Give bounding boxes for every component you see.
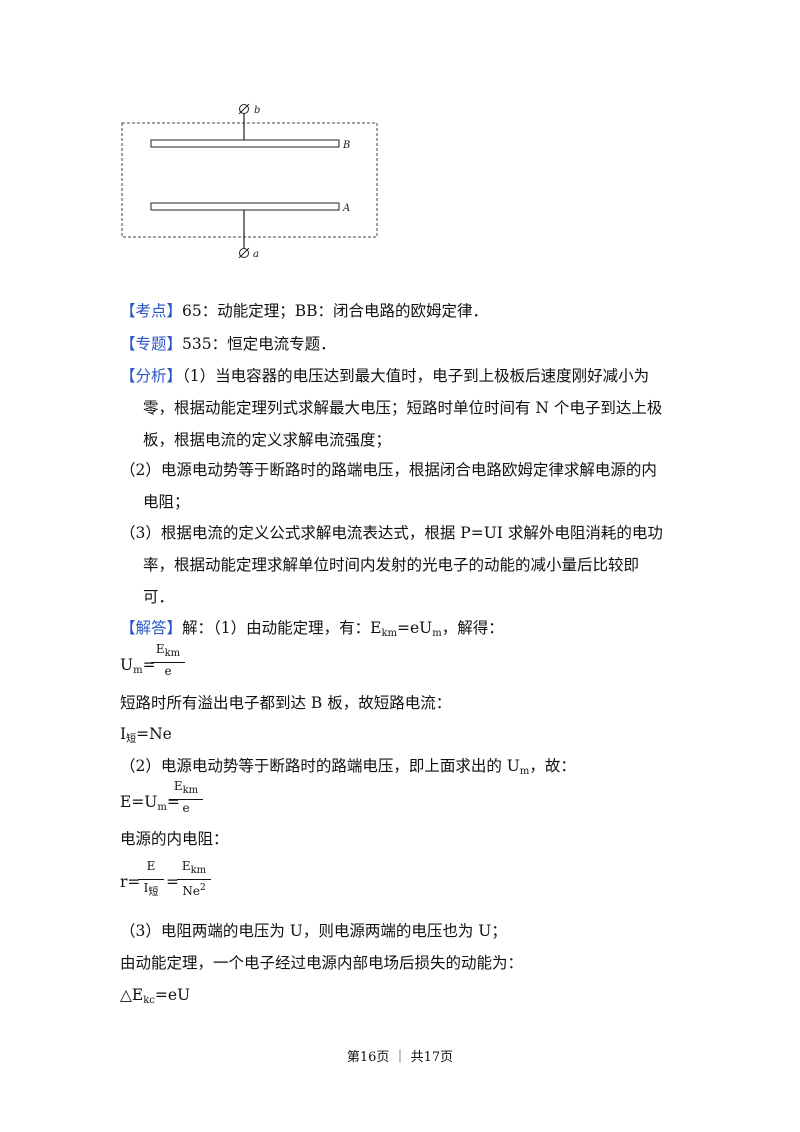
equation-5: △Ekc=eU (120, 985, 190, 1011)
jieda-line-3: （2）电源电动势等于断路时的路端电压，即上面求出的 Um，故： (120, 756, 576, 782)
capacitor-figure: b B A a (121, 103, 378, 260)
jieda-line-2: 短路时所有溢出电子都到达 B 板，故短路电流： (120, 694, 452, 712)
jieda-line-6: 由动能定理，一个电子经过电源内部电场后损失的动能为： (120, 954, 524, 972)
plate-a (150, 202, 340, 211)
fenxi-line-3: 板，根据电流的定义求解电流强度； (143, 431, 392, 449)
eq3-fraction-bar (169, 799, 203, 800)
eq1-numerator: Ekm (155, 642, 181, 660)
label-plate-a: A (342, 203, 350, 214)
eq5-a: △E (120, 986, 144, 1004)
dashed-box (121, 122, 378, 238)
fenxi-line-2: 零，根据动能定理列式求解最大电压；短路时单位时间有 N 个电子到达上极 (143, 399, 663, 417)
eq3-denominator: e (182, 801, 190, 815)
zhuanti-tag: 【专题】 (120, 335, 183, 353)
eq2-lhs-sub: 短 (126, 734, 137, 745)
fenxi-line-1: 【分析】（1）当电容器的电压达到最大值时，电子到上极板后速度刚好减小为 (120, 366, 649, 386)
fenxi-line-8: 可． (143, 588, 175, 606)
eq4-f1-denominator: I短 (143, 881, 159, 899)
eq4-f2-bar (177, 879, 211, 880)
kaodian-text: 65：动能定理；BB：闭合电路的欧姆定律． (182, 302, 489, 320)
jieda-text-a: 解：（1）由动能定理，有：E (182, 619, 382, 637)
fenxi-text-1: （1）当电容器的电压达到最大值时，电子到上极板后速度刚好减小为 (182, 367, 650, 385)
eq4-lhs: r= (120, 873, 141, 891)
jieda-line3-b: ，故： (529, 757, 576, 775)
jieda-line-5: （3）电阻两端的电压为 U，则电源两端的电压也为 U； (120, 922, 507, 940)
eq4-f1-numerator: E (146, 859, 156, 873)
eq3-lhs-sub: m (157, 802, 167, 813)
kaodian-tag: 【考点】 (120, 302, 183, 320)
terminal-a (239, 248, 249, 258)
equation-4: r= E I短 = Ekm Ne2 (120, 858, 260, 902)
fenxi-line-4: （2）电源电动势等于断路时的路端电压，根据闭合电路欧姆定律求解电源的内 (120, 461, 657, 479)
eq1-denominator: e (164, 664, 172, 678)
eq5-b: =eU (154, 986, 191, 1004)
page-footer: 第16页 ｜ 共17页 (346, 1050, 454, 1065)
jieda-line3-sub: m (519, 766, 530, 777)
fenxi-line-5: 电阻； (143, 493, 190, 511)
equation-1: Um= Ekm e (120, 643, 200, 683)
eq4-f2-denominator: Ne2 (182, 883, 206, 898)
eq3-eq: = (166, 793, 180, 811)
eq1-eq: = (142, 656, 156, 674)
eq4-f1-bar (138, 879, 164, 880)
fenxi-line-7: 率，根据动能定理求解单位时间内发射的光电子的动能的减小量后比较即 (143, 556, 640, 574)
zhuanti-line: 【专题】535：恒定电流专题． (120, 334, 336, 354)
label-b: b (254, 105, 260, 116)
eq2-rhs: =Ne (136, 725, 172, 743)
jieda-text-c: ，解得： (441, 619, 504, 637)
label-a: a (253, 249, 259, 260)
jieda-line3-a: （2）电源电动势等于断路时的路端电压，即上面求出的 U (120, 757, 520, 775)
eq2-lhs: I (120, 725, 127, 743)
eq3-lhs: E=U (120, 793, 158, 811)
fenxi-line-6: （3）根据电流的定义公式求解电流表达式，根据 P=UI 求解外电阻消耗的电功 (120, 524, 663, 542)
plate-b (150, 139, 340, 148)
kaodian-line: 【考点】65：动能定理；BB：闭合电路的欧姆定律． (120, 301, 488, 321)
eq1-lhs: U (120, 656, 134, 674)
jieda-tag: 【解答】 (120, 619, 183, 637)
zhuanti-text: 535：恒定电流专题． (182, 335, 336, 353)
jieda-sub-km: km (381, 628, 397, 639)
eq1-fraction-bar (151, 662, 185, 663)
eq4-f2-numerator: Ekm (181, 859, 207, 877)
eq1-lhs-sub: m (133, 665, 143, 676)
eq4-eq: = (166, 873, 179, 891)
equation-2: I短=Ne (120, 724, 172, 750)
fenxi-tag: 【分析】 (120, 367, 183, 385)
jieda-line-4: 电源的内电阻： (120, 830, 229, 848)
eq5-sub: kc (143, 995, 155, 1006)
eq3-numerator: Ekm (173, 779, 199, 797)
equation-3: E=Um= Ekm e (120, 780, 240, 820)
label-plate-b: B (342, 140, 350, 151)
jieda-text-b: =eU (397, 619, 433, 637)
jieda-line-1: 【解答】解：（1）由动能定理，有：Ekm=eUm，解得： (120, 618, 504, 644)
jieda-sub-m: m (432, 628, 442, 639)
